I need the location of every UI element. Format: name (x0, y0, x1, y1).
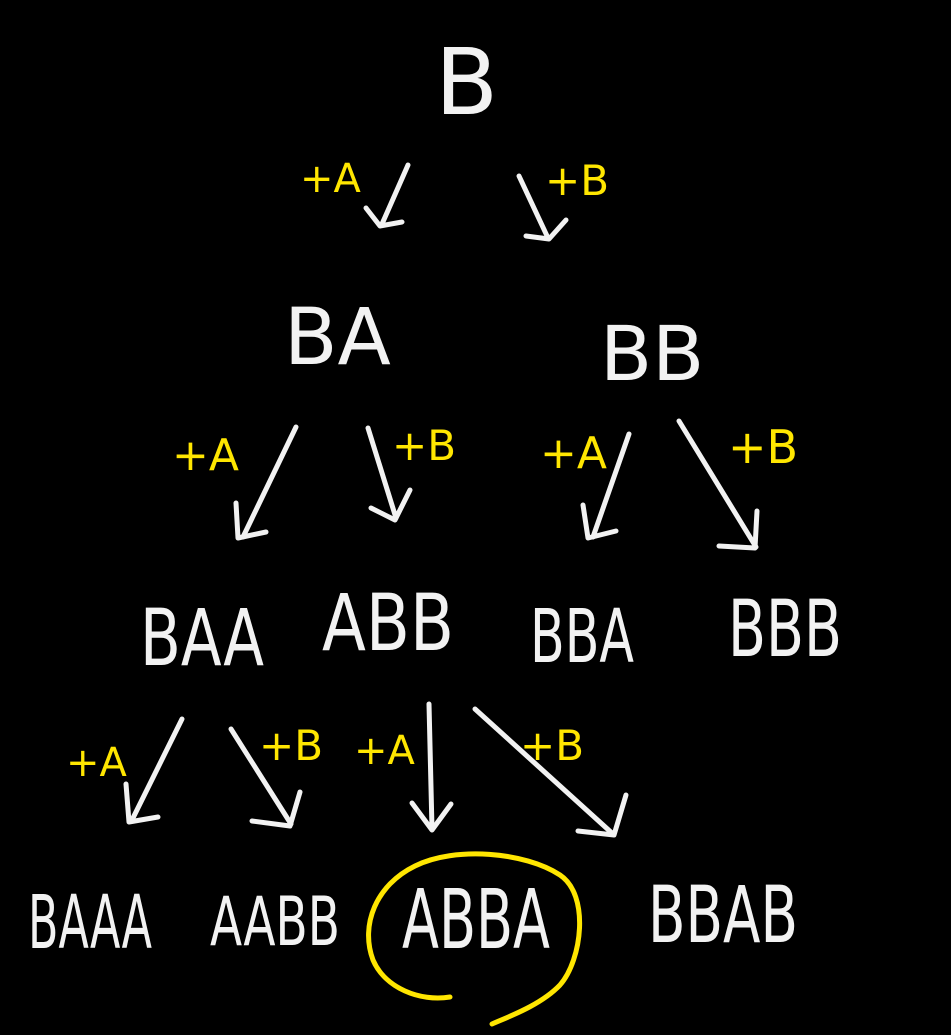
node-baaa: BAAA (28, 880, 152, 966)
edge-labels: +A +B +A +B +A +B +A +B +A +B (66, 156, 798, 786)
node-aabb: AABB (210, 883, 340, 962)
edge-label-bb-to-bbb: +B (728, 420, 798, 474)
edge-label-ba-to-abb: +B (392, 421, 456, 470)
node-ba: BA (284, 293, 391, 383)
edge-label-bb-to-bba: +A (540, 428, 607, 479)
highlight-circle (366, 851, 582, 1027)
arrow-baa-to-aabb (228, 726, 303, 829)
nodes: B BA BB BAA ABB BBA BBB BAAA AABB ABBA B… (28, 29, 842, 968)
arrow-abb-to-bbab (472, 706, 629, 838)
node-bbb: BBB (728, 585, 842, 675)
arrow-baa-to-baaa (123, 716, 185, 825)
arrow-root-to-bb (516, 173, 569, 242)
node-baa: BAA (140, 594, 264, 684)
arrow-root-to-ba (363, 162, 411, 229)
node-bb: BB (600, 309, 704, 398)
arrows (123, 162, 760, 838)
node-abba: ABBA (402, 873, 550, 968)
edge-label-ba-to-baa: +A (172, 430, 239, 481)
node-bbab: BBAB (648, 871, 798, 961)
arrow-abb-to-abba (409, 701, 454, 833)
edge-label-abb-to-abba: +A (354, 728, 416, 774)
node-abb: ABB (322, 579, 454, 669)
edge-label-baa-to-baaa: +A (66, 740, 128, 786)
edge-label-root-to-ba: +A (300, 156, 362, 202)
node-root: B (435, 29, 498, 136)
edge-label-baa-to-aabb: +B (259, 721, 323, 770)
edge-label-abb-to-bbab: +B (520, 721, 584, 770)
arrow-ba-to-abb (365, 425, 413, 523)
arrow-ba-to-baa (233, 424, 299, 541)
edge-label-root-to-bb: +B (545, 156, 609, 205)
arrow-bb-to-bba (580, 431, 632, 541)
node-bba: BBA (530, 594, 634, 680)
arrow-bb-to-bbb (676, 418, 760, 551)
